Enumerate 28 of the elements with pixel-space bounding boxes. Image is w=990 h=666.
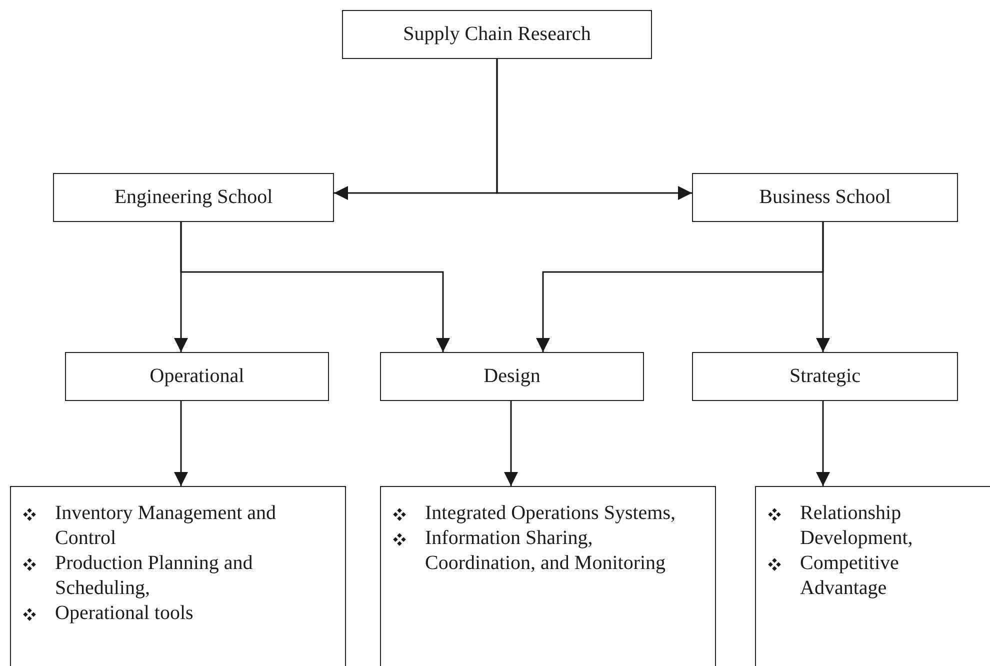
- list-box: [755, 486, 990, 666]
- box-label: Supply Chain Research: [403, 23, 591, 46]
- box-label: Engineering School: [114, 186, 273, 209]
- list-box: [380, 486, 716, 666]
- process-box: [692, 173, 958, 222]
- bullet-text: Information Sharing, Coordination, and Monitoring: [425, 527, 666, 574]
- process-box: [380, 352, 644, 401]
- box-label: Design: [484, 365, 540, 388]
- arrow: [816, 401, 830, 486]
- process-box: [65, 352, 329, 401]
- bullet-text: Operational tools: [55, 602, 194, 624]
- box-label: Operational: [150, 365, 244, 388]
- arrow: [180, 222, 450, 352]
- bullet-text: Competitive Advantage: [800, 552, 899, 599]
- list-box: [10, 486, 346, 666]
- process-box: [692, 352, 958, 401]
- arrow: [496, 59, 692, 200]
- bullet-text: Integrated Operations Systems,: [425, 502, 676, 524]
- arrow: [174, 401, 188, 486]
- box-label: Strategic: [789, 365, 861, 388]
- bullet-text: Inventory Management and Control: [55, 502, 276, 549]
- arrow: [816, 222, 830, 352]
- process-box: [342, 10, 652, 59]
- process-box: [53, 173, 334, 222]
- arrow: [504, 401, 518, 486]
- bullet-text: Production Planning and Scheduling,: [55, 552, 253, 599]
- box-label: Business School: [759, 186, 891, 209]
- bullet-text: Relationship Development,: [800, 502, 913, 549]
